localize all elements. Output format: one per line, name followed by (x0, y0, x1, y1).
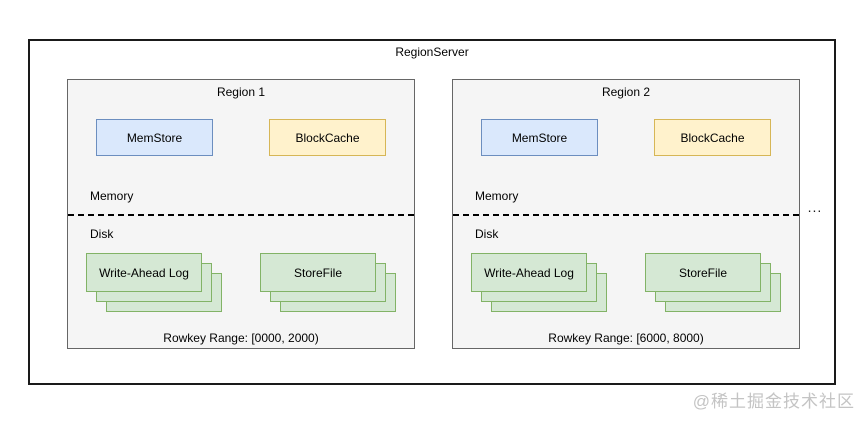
memstore-label: MemStore (511, 130, 568, 145)
memstore-label: MemStore (126, 130, 183, 145)
memory-disk-divider (68, 214, 414, 216)
region-2-storefile-box: StoreFile (645, 253, 761, 292)
region-2-wal-stack: Write-Ahead Log (471, 253, 607, 312)
region-1-blockcache-box: BlockCache (269, 119, 386, 156)
wal-label: Write-Ahead Log (484, 265, 574, 280)
wal-label: Write-Ahead Log (99, 265, 189, 280)
region-1-wal-box: Write-Ahead Log (86, 253, 202, 292)
region-2-storefile-stack: StoreFile (645, 253, 781, 312)
region-1-box: Region 1 MemStore BlockCache Memory Disk… (67, 79, 415, 349)
region-1-storefile-box: StoreFile (260, 253, 376, 292)
region-1-wal-stack: Write-Ahead Log (86, 253, 222, 312)
region-2-title: Region 2 (601, 85, 651, 99)
more-regions-ellipsis: ... (807, 199, 823, 215)
region-2-memory-label: Memory (475, 189, 519, 203)
region-1-memstore-box: MemStore (96, 119, 213, 156)
region-2-box: Region 2 MemStore BlockCache Memory Disk… (452, 79, 800, 349)
region-1-storefile-stack: StoreFile (260, 253, 396, 312)
region-1-disk-label: Disk (90, 227, 114, 241)
memory-disk-divider (453, 214, 799, 216)
storefile-label: StoreFile (678, 265, 728, 280)
region-2-wal-box: Write-Ahead Log (471, 253, 587, 292)
regionserver-box: RegionServer Region 1 MemStore BlockCach… (28, 39, 836, 385)
blockcache-label: BlockCache (680, 130, 745, 145)
region-2-blockcache-box: BlockCache (654, 119, 771, 156)
regionserver-title: RegionServer (395, 45, 469, 59)
blockcache-label: BlockCache (295, 130, 360, 145)
watermark: @稀土掘金技术社区 (692, 392, 855, 411)
storefile-label: StoreFile (293, 265, 343, 280)
region-1-title: Region 1 (216, 85, 266, 99)
region-2-rowkey-range: Rowkey Range: [6000, 8000) (548, 331, 704, 345)
region-2-disk-label: Disk (475, 227, 499, 241)
region-2-memstore-box: MemStore (481, 119, 598, 156)
region-1-rowkey-range: Rowkey Range: [0000, 2000) (163, 331, 319, 345)
region-1-memory-label: Memory (90, 189, 134, 203)
